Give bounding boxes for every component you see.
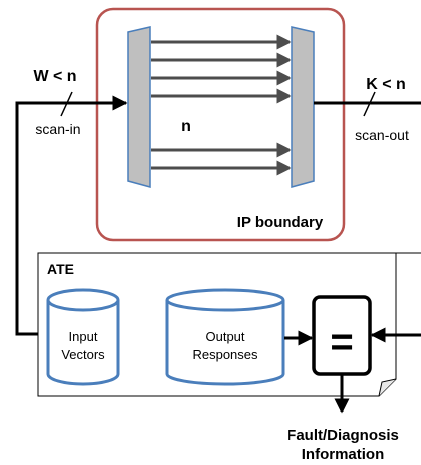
scan-out-label: scan-out	[355, 127, 409, 143]
scan-in-label: scan-in	[35, 121, 80, 137]
output-responses-label-line2: Responses	[192, 347, 258, 362]
chain-count-label: n	[181, 118, 191, 135]
ip-boundary-label: IP boundary	[237, 214, 324, 231]
compactor-block	[291, 26, 315, 188]
scan-in-width-label: W < n	[33, 68, 76, 85]
ate-box-folded-corner	[378, 378, 397, 397]
scan-out-bus-slash	[363, 91, 376, 117]
result-label-line1: Fault/Diagnosis	[287, 427, 399, 444]
input-vectors-storage: Input Vectors	[46, 288, 120, 386]
result-label-line2: Information	[302, 446, 385, 463]
input-vectors-label-line1: Input	[69, 329, 98, 344]
scan-in-bus-slash	[60, 91, 73, 117]
scan-chains	[151, 34, 292, 176]
scan-out-width-label: K < n	[366, 76, 406, 93]
comparator-equals-symbol: =	[330, 320, 353, 364]
output-responses-storage: Output Responses	[165, 288, 285, 386]
output-responses-label-line1: Output	[205, 329, 244, 344]
ate-label: ATE	[47, 261, 74, 277]
decompressor-block	[127, 26, 151, 188]
input-vectors-label-line2: Vectors	[61, 347, 105, 362]
